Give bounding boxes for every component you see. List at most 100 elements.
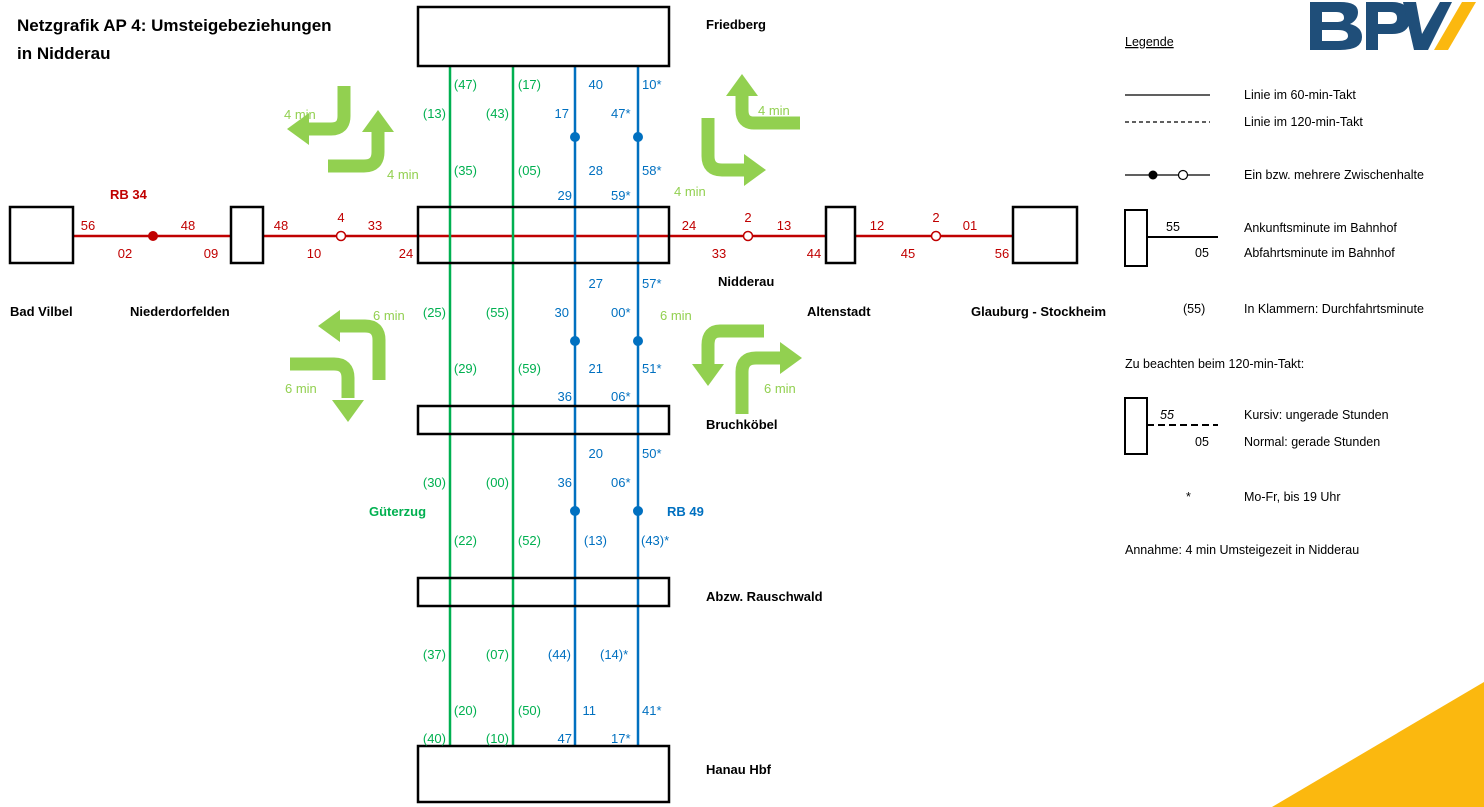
- station-box-bruchkoebel: [416, 404, 671, 436]
- transfer-time: 4 min: [674, 184, 706, 199]
- rb49-stop: [633, 132, 643, 142]
- g1-time: (47): [454, 77, 477, 92]
- legend-dep-text: Abfahrtsminute im Bahnhof: [1244, 246, 1395, 260]
- rb49-stop: [570, 336, 580, 346]
- station-box-nidderau: [416, 205, 671, 265]
- rb49-stop: [570, 506, 580, 516]
- g2-time: (43): [486, 106, 509, 121]
- rb34-time: 44: [807, 246, 821, 261]
- g1-times: (47) (13) (35) (25) (29) (30) (22) (37) …: [423, 77, 477, 746]
- line-label-gueterzug: Güterzug: [369, 504, 426, 519]
- rb34-time: 01: [963, 218, 977, 233]
- station-label-bruchkoebel: Bruchköbel: [706, 417, 778, 432]
- b2-time: 17*: [611, 731, 631, 746]
- legend-normal-text: Normal: gerade Stunden: [1244, 435, 1380, 449]
- b1-time: 27: [589, 276, 603, 291]
- legend-line60: Linie im 60-min-Takt: [1244, 88, 1356, 102]
- b2-time: (14)*: [600, 647, 628, 662]
- b1-time: 28: [589, 163, 603, 178]
- transfer-time: 4 min: [284, 107, 316, 122]
- station-box-hanau: [416, 744, 671, 804]
- b2-time: 41*: [642, 703, 662, 718]
- transfer-arrow-sw-1-head: [318, 310, 340, 342]
- rb34-time: 24: [682, 218, 696, 233]
- rb34-time: 45: [901, 246, 915, 261]
- transfer-arrow-ne-1-head: [726, 74, 758, 96]
- rb34-time: 33: [368, 218, 382, 233]
- station-box-niederdorfelden: [229, 205, 265, 265]
- rb34-time: 13: [777, 218, 791, 233]
- g1-time: (13): [423, 106, 446, 121]
- rb34-time: 24: [399, 246, 413, 261]
- station-label-friedberg: Friedberg: [706, 17, 766, 32]
- b1-time: 47: [558, 731, 572, 746]
- rb34-time: 56: [81, 218, 95, 233]
- transfer-arrows: [287, 74, 802, 422]
- transfer-arrow-nw-1: [305, 86, 351, 136]
- rb34-runtime: 4: [337, 210, 344, 225]
- station-box-bad-vilbel: [8, 205, 75, 265]
- b1-time: 36: [558, 389, 572, 404]
- transfer-arrow-sw-2-head: [332, 400, 364, 422]
- transfer-arrow-nw-2-head: [362, 110, 394, 132]
- rb34-time: 56: [995, 246, 1009, 261]
- transfer-arrow-nw-1-head: [287, 113, 309, 145]
- transfer-arrow-sw-2: [290, 357, 355, 398]
- station-label-rauschwald: Abzw. Rauschwald: [706, 589, 823, 604]
- transfer-arrow-se-1-head: [692, 364, 724, 386]
- b2-time: 00*: [611, 305, 631, 320]
- transfer-arrow-ne-2-head: [744, 154, 766, 186]
- b1-time: 40: [589, 77, 603, 92]
- legend-italic-text: Kursiv: ungerade Stunden: [1244, 408, 1389, 422]
- b1-time: 30: [555, 305, 569, 320]
- rb34-time: 09: [204, 246, 218, 261]
- legend-arr-num: 55: [1166, 220, 1180, 234]
- rb34-time: 48: [274, 218, 288, 233]
- b1-time: 29: [558, 188, 572, 203]
- g1-time: (35): [454, 163, 477, 178]
- rb34-line: [73, 230, 1013, 242]
- g1-time: (22): [454, 533, 477, 548]
- station-box-rauschwald: [416, 576, 671, 608]
- g2-time: (05): [518, 163, 541, 178]
- station-boxes: [8, 5, 1079, 804]
- transfer-arrow-se-2: [735, 351, 782, 414]
- b1-time: 20: [589, 446, 603, 461]
- rb34-stop-open: [742, 230, 754, 242]
- b1-time: (44): [548, 647, 571, 662]
- g1-time: (29): [454, 361, 477, 376]
- transfer-arrow-sw-1: [336, 319, 386, 380]
- line-label-rb49: RB 49: [667, 504, 704, 519]
- transfer-arrow-se-1: [701, 324, 764, 364]
- legend-arr-text: Ankunftsminute im Bahnhof: [1244, 221, 1397, 235]
- legend-normal-num: 05: [1195, 435, 1209, 449]
- station-label-hanau: Hanau Hbf: [706, 762, 772, 777]
- b1-time: 17: [555, 106, 569, 121]
- rb34-time: 48: [181, 218, 195, 233]
- transfer-time: 6 min: [373, 308, 405, 323]
- g2-time: (50): [518, 703, 541, 718]
- g2-time: (10): [486, 731, 509, 746]
- bpv-logo: [1310, 2, 1476, 50]
- g1-time: (30): [423, 475, 446, 490]
- legend-note120: Zu beachten beim 120-min-Takt:: [1125, 357, 1304, 371]
- rb34-runtime: 2: [744, 210, 751, 225]
- b1-time: 21: [589, 361, 603, 376]
- g1-time: (25): [423, 305, 446, 320]
- legend-paren-text: In Klammern: Durchfahrtsminute: [1244, 302, 1424, 316]
- g1-time: (20): [454, 703, 477, 718]
- transfer-arrow-se-2-head: [780, 342, 802, 374]
- rb49-stop: [633, 336, 643, 346]
- line-label-rb34: RB 34: [110, 187, 148, 202]
- b2-time: 06*: [611, 389, 631, 404]
- b2-time: 58*: [642, 163, 662, 178]
- rb34-time: 12: [870, 218, 884, 233]
- b2-time: 47*: [611, 106, 631, 121]
- rb34-stop-open: [335, 230, 347, 242]
- rb49-stop: [570, 132, 580, 142]
- rb34-time: 02: [118, 246, 132, 261]
- b2-time: (43)*: [641, 533, 669, 548]
- legend-dep-num: 05: [1195, 246, 1209, 260]
- page-title-line1: Netzgrafik AP 4: Umsteigebeziehungen: [17, 16, 332, 35]
